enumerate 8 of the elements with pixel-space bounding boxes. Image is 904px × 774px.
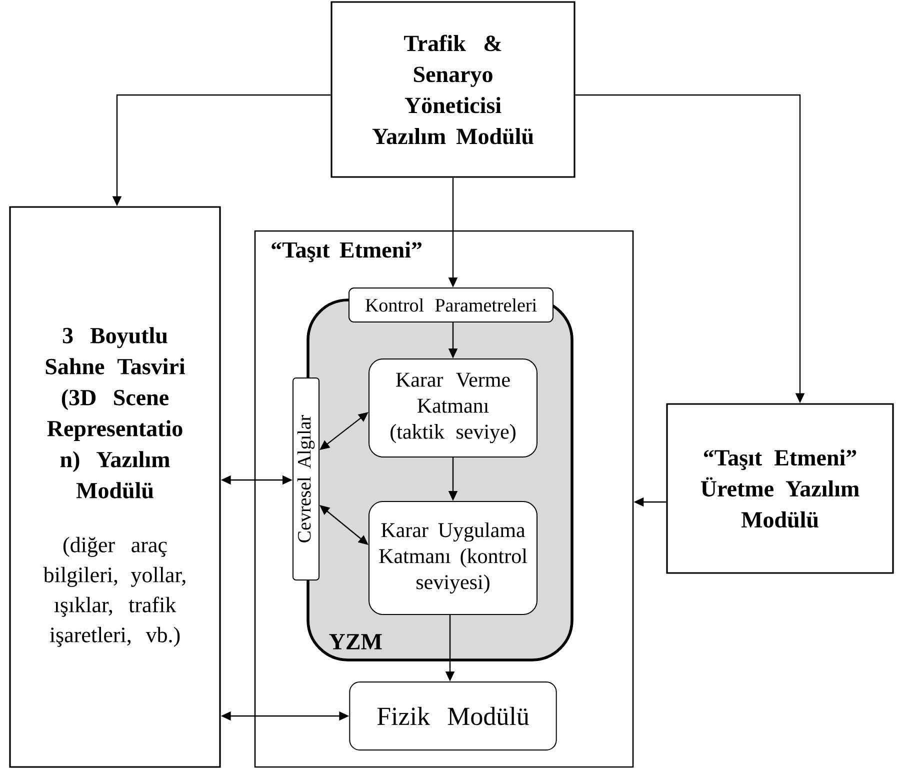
module-box: Trafik & Senaryo Yöneticisi Yazılım Modülü <box>330 1 576 178</box>
process-box: Karar Uygulama Katmanı (kontrol seviyesi) <box>368 501 538 615</box>
vertical-box: Cevresel Algılar <box>292 378 320 580</box>
module-box: 3 Boyutlu Sahne Tasviri (3D Scene Representatio n) Yazılım Modülü (diğer araç bilgileri, yollar, ışıklar, trafik işaretleri, vb.) <box>9 206 221 768</box>
process-box: Karar Verme Katmanı (taktik seviye) <box>368 358 538 458</box>
process-box: Kontrol Parametreleri <box>348 288 554 322</box>
module-box: “Taşıt Etmeni” Üretme Yazılım Modülü <box>666 403 894 574</box>
process-box: Fizik Modülü <box>349 682 557 750</box>
